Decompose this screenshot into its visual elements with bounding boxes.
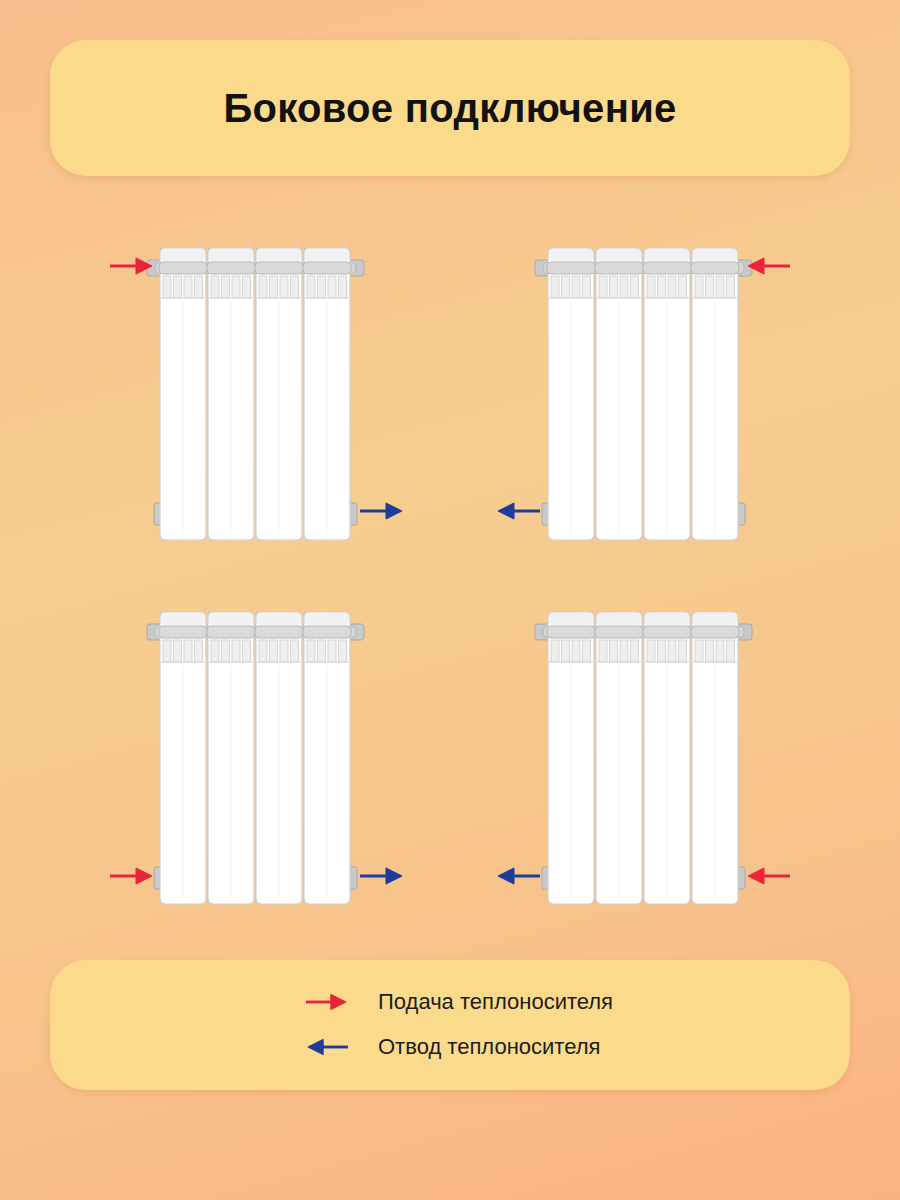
legend-panel: Подача теплоносителя Отвод теплоносителя: [50, 960, 850, 1090]
legend-row: Отвод теплоносителя: [305, 1032, 600, 1062]
legend-row: Подача теплоносителя: [305, 987, 613, 1017]
title-banner: Боковое подключение: [50, 40, 850, 176]
return-arrow-sample: [305, 1037, 349, 1057]
legend-text: Отвод теплоносителя: [378, 1034, 600, 1060]
legend-text: Подача теплоносителя: [378, 989, 613, 1015]
radiator: [535, 612, 752, 904]
radiator: [535, 248, 752, 540]
radiator: [147, 612, 364, 904]
supply-arrow-sample: [305, 992, 349, 1012]
title: Боковое подключение: [223, 86, 676, 131]
radiator: [147, 248, 364, 540]
